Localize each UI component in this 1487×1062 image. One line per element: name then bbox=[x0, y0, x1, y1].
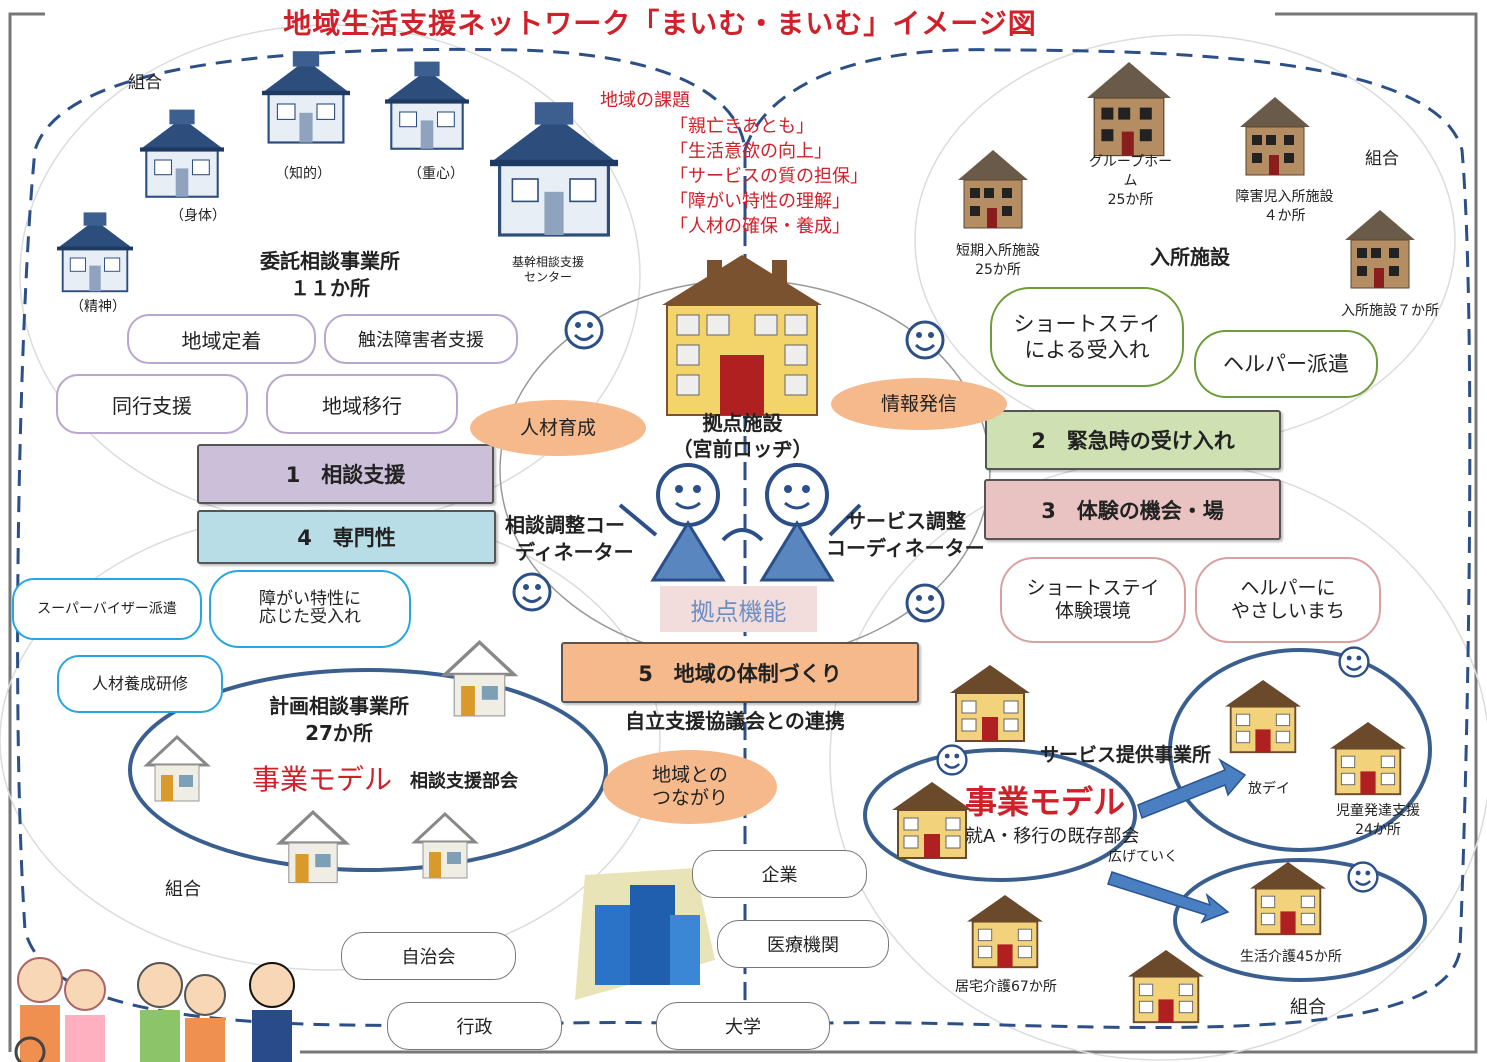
pill-helper-town: ヘルパーに やさしいまち bbox=[1195, 557, 1381, 643]
house-label-shintai: （身体） bbox=[170, 208, 226, 224]
pill-doko: 同行支援 bbox=[56, 374, 248, 434]
model-left: 事業モデル bbox=[252, 763, 393, 796]
issue-1: 「親亡きあとも」 bbox=[670, 116, 814, 137]
jiritsu-label: 自立支援協議会との連携 bbox=[625, 709, 845, 733]
child-facility-name: 障害児入所施設 bbox=[1235, 189, 1334, 205]
pill-gyosei: 行政 bbox=[387, 1002, 562, 1050]
hodei-label: 放デイ bbox=[1248, 781, 1290, 797]
bar-experience: 3 体験の機会・場 bbox=[984, 479, 1281, 540]
helper-town-2: やさしいまち bbox=[1230, 600, 1345, 622]
bukai-right: 就A・移行の既存部会 bbox=[965, 826, 1140, 847]
pill-short-stay-ukeire: ショートステイ による受入れ bbox=[990, 287, 1184, 387]
consult-office-name: 委託相談事業所 bbox=[260, 249, 400, 273]
pill-iryo: 医療機関 bbox=[717, 920, 889, 968]
tsunagari-2: つながり bbox=[651, 787, 728, 809]
pill-jinzai-kenshu: 人材養成研修 bbox=[57, 655, 223, 713]
oval-jinzai: 人材育成 bbox=[470, 400, 646, 456]
oval-tsunagari: 地域との つながり bbox=[603, 750, 777, 824]
bar-community: 5 地域の体制づくり bbox=[561, 642, 919, 703]
plan-office-count: 27か所 bbox=[305, 721, 373, 745]
short-stay-facility-label: 短期入所施設 25か所 bbox=[943, 242, 1053, 280]
pill-daigaku: 大学 bbox=[656, 1002, 830, 1050]
issues-heading: 地域の課題 bbox=[600, 90, 690, 111]
coord-right-1: サービス調整 bbox=[846, 509, 966, 533]
coord-right-2: コーディネーター bbox=[826, 536, 985, 560]
union-label-bl: 組合 bbox=[165, 879, 201, 900]
bar-expertise: 4 専門性 bbox=[197, 510, 496, 564]
base-sub: （宮前ロッヂ） bbox=[672, 437, 813, 461]
pill-helper-haken: ヘルパー派遣 bbox=[1194, 330, 1378, 398]
kyoten-kinou: 拠点機能 bbox=[660, 586, 817, 632]
base-name: 拠点施設 bbox=[702, 411, 783, 435]
env-1: ショートステイ bbox=[1026, 577, 1160, 600]
short-stay-count: 25か所 bbox=[975, 261, 1021, 278]
base-facility-label: 拠点施設 （宮前ロッヂ） bbox=[655, 410, 830, 462]
house-label-seishin: （精神） bbox=[70, 299, 126, 315]
short-stay-name: 短期入所施設 bbox=[956, 243, 1040, 259]
gh-count: 25か所 bbox=[1107, 191, 1154, 208]
house-label-chiteki: （知的） bbox=[275, 166, 331, 182]
env-2: 体験環境 bbox=[1054, 600, 1131, 622]
pill-jichikai: 自治会 bbox=[341, 932, 516, 980]
nyusho-heading: 入所施設 bbox=[1150, 245, 1230, 269]
house-label-jushin: （重心） bbox=[408, 166, 464, 182]
pill-tokusei: 障がい特性に 応じた受入れ bbox=[209, 570, 411, 648]
bar-consult-support: 1 相談支援 bbox=[197, 444, 494, 504]
spread-label: 広げていく bbox=[1108, 849, 1178, 865]
gh-label: グループホーム 25か所 bbox=[1083, 153, 1178, 210]
union-label-tl: 組合 bbox=[128, 73, 162, 93]
seikatsu-label: 生活介護45か所 bbox=[1240, 949, 1342, 965]
short-stay-line2: による受入れ bbox=[1024, 338, 1150, 362]
consult-office-label: 委託相談事業所 １１か所 bbox=[225, 248, 435, 302]
pill-short-stay-env: ショートステイ 体験環境 bbox=[1000, 557, 1186, 643]
nyusho-7-label: 入所施設７か所 bbox=[1341, 303, 1439, 319]
tsunagari-1: 地域との bbox=[652, 764, 728, 787]
pill-supervisor: スーパーバイザー派遣 bbox=[12, 578, 202, 640]
issue-5: 「人材の確保・養成」 bbox=[670, 216, 850, 237]
plan-office-name: 計画相談事業所 bbox=[269, 694, 409, 718]
provider-label: サービス提供事業所 bbox=[1040, 744, 1212, 766]
model-right: 事業モデル bbox=[965, 783, 1126, 821]
pill-chiiki-teichaku: 地域定着 bbox=[127, 314, 316, 364]
coord-left-2: ディネーター bbox=[515, 540, 634, 564]
tokusei-1: 障がい特性に bbox=[259, 589, 361, 610]
issue-2: 「生活意欲の向上」 bbox=[670, 141, 832, 162]
coord-left-label: 相談調整コー ディネーター bbox=[505, 512, 645, 566]
page-title: 地域生活支援ネットワーク「まいむ・まいむ」イメージ図 bbox=[283, 7, 1037, 40]
bar-emergency: 2 緊急時の受け入れ bbox=[985, 410, 1281, 470]
tokusei-2: 応じた受入れ bbox=[259, 607, 361, 627]
coord-right-label: サービス調整 コーディネーター bbox=[826, 508, 994, 562]
oval-joho: 情報発信 bbox=[831, 378, 1007, 430]
center-label: 基幹相談支援センター bbox=[511, 255, 584, 284]
issue-3: 「サービスの質の担保」 bbox=[670, 166, 868, 187]
gh-name: グループホーム bbox=[1088, 154, 1173, 189]
union-label-tr: 組合 bbox=[1365, 149, 1399, 169]
child-facility-count: ４か所 bbox=[1263, 207, 1306, 224]
pill-kigyo: 企業 bbox=[692, 850, 867, 898]
bukai-left: 相談支援部会 bbox=[410, 771, 518, 792]
pill-chiiki-iko: 地域移行 bbox=[266, 374, 458, 434]
arrow-shape bbox=[1137, 758, 1247, 819]
consult-office-count: １１か所 bbox=[290, 276, 370, 300]
helper-town-1: ヘルパーに bbox=[1240, 577, 1336, 600]
kyotaku-label: 居宅介護67か所 bbox=[955, 979, 1057, 995]
jido-name: 児童発達支援 bbox=[1336, 803, 1420, 819]
plan-office-label: 計画相談事業所 27か所 bbox=[236, 693, 442, 747]
pill-shokuho: 触法障害者支援 bbox=[324, 314, 518, 364]
child-facility-label: 障害児入所施設 ４か所 bbox=[1222, 188, 1347, 226]
issue-4: 「障がい特性の理解」 bbox=[670, 191, 850, 212]
short-stay-line1: ショートステイ bbox=[1013, 311, 1161, 336]
jido-count: 24か所 bbox=[1355, 821, 1401, 838]
union-label-br: 組合 bbox=[1290, 997, 1326, 1018]
jido-label: 児童発達支援 24か所 bbox=[1322, 802, 1434, 840]
coord-left-1: 相談調整コー bbox=[505, 513, 625, 537]
